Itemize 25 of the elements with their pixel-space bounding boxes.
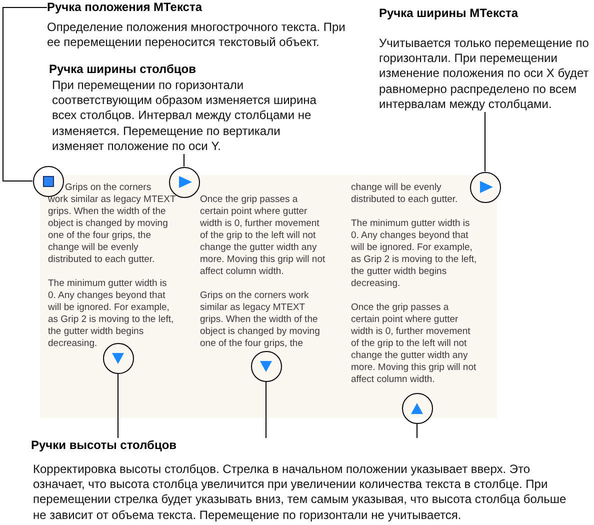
leader-line [484, 112, 486, 172]
callout-text: Определение положения многострочного текста. При ее перемещении переносится текстовый объект. [47, 20, 346, 50]
grip-circle [250, 350, 282, 382]
callout-heading: Ручка ширины МТекста [379, 6, 518, 21]
paragraph: change will be evenly distributed to each gutter. [351, 182, 459, 206]
paragraph: The minimum gutter width is 0. Any changes beyond that will be ignored. For example, as Grip 2 is moving to the left, the gutter width begins decreasing. [48, 278, 175, 350]
leader-line [416, 423, 418, 438]
grip-circle [402, 392, 432, 424]
paragraph: Once the grip passes a certain point where gutter width is 0, further movement of the grip to the left will not change the gutter width any more. Moving this grip will not affect column width. [351, 302, 478, 386]
paragraph: Once the grip passes a certain point where gutter width is 0, further movement of the grip to the left will not change the gutter width any more. Moving this grip will not affect column width. [200, 194, 326, 278]
paragraph: Grips on the corners work similar as legacy MTEXT grips. When the width of the object is changed by moving one of the four grips, the change will be evenly distributed to each gutter. [48, 182, 176, 266]
callout-heading: Ручки высоты столбцов [31, 438, 177, 453]
callout-heading: Ручка ширины столбцов [49, 62, 196, 77]
leader-line [2, 7, 48, 182]
grip-circle [168, 166, 200, 198]
callout-heading: Ручка положения МТекста [47, 0, 202, 15]
grip-circle [102, 342, 134, 374]
text-frame [40, 175, 497, 418]
grip-circle [32, 166, 64, 196]
callout-text: Учитывается только перемещение по горизонтали. При перемещении изменение положения по оси X будет равномерно распределено по всем интервалам между столбцами. [379, 36, 590, 112]
grip-circle [470, 172, 500, 202]
paragraph: Grips on the corners work similar as legacy MTEXT grips. When the width of the object is changed by moving one of the four grips, the [200, 290, 321, 350]
callout-text: При перемещении по горизонтали соответствующим образом изменяется ширина всех столбцов. Интервал между столбцами не изменяется. Перемещение по вертикали изменяет положение по оси Y. [52, 78, 318, 154]
paragraph: The minimum gutter width is 0. Any changes beyond that will be ignored. For example, as Grip 2 is moving to the left, the gutter width begins decreasing. [351, 218, 478, 290]
callout-text: Корректировка высоты столбцов. Стрелка в начальном положении указывает вверх. Это означает, что высота столбца увеличится при увеличении количества текста в столбце. При перемещении стрелка будет указывать вниз, тем самым указывая, что высота столбца больше не зависит от объема текста. Перемещение по горизонтали не учитывается. [33, 462, 568, 523]
